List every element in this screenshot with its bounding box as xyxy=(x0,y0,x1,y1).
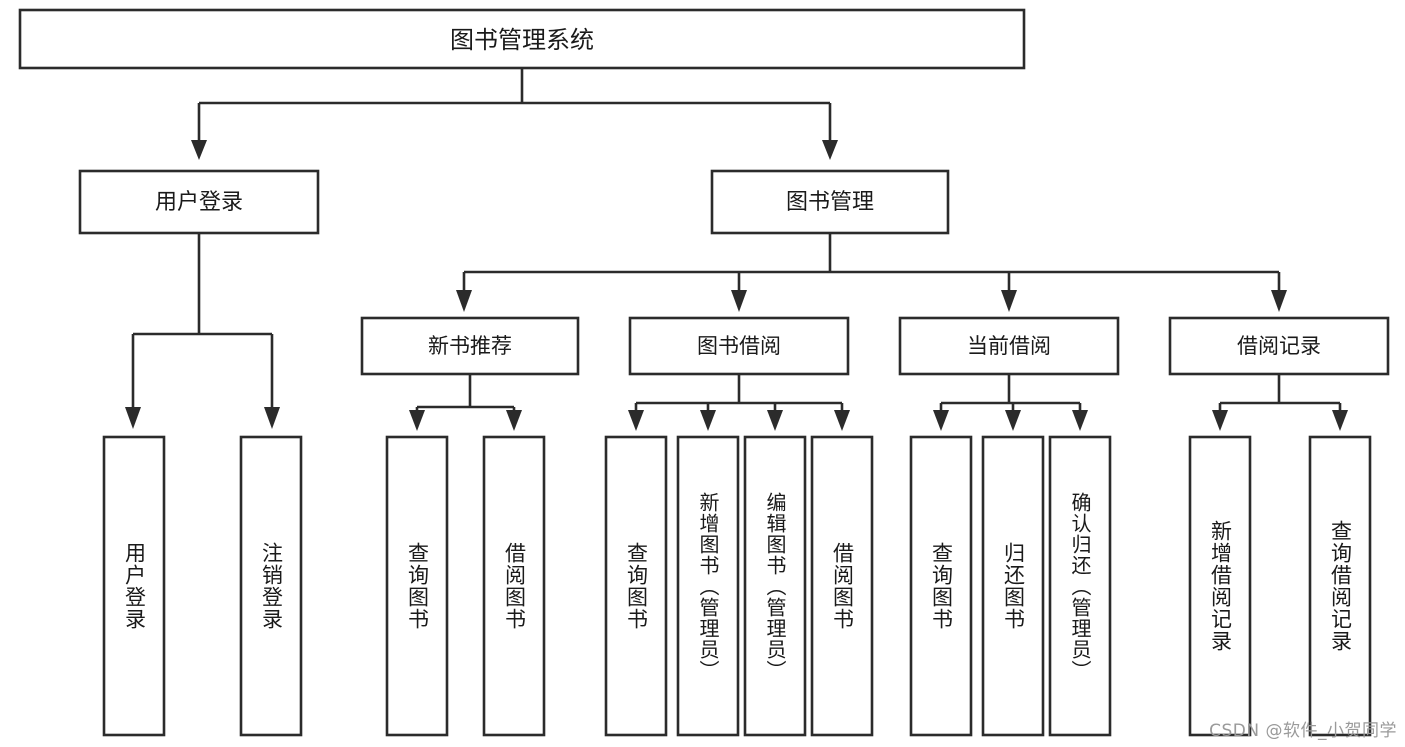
arrow-current-leaf-2 xyxy=(1005,410,1021,431)
node-new-book-recommend-box[interactable] xyxy=(360,316,580,376)
connector-group-book-mgmt xyxy=(456,233,1287,312)
arrow-records-leaf-1 xyxy=(1212,410,1228,431)
arrow-user-login-leaf-2 xyxy=(264,407,280,429)
arrow-current-leaf-3 xyxy=(1072,410,1088,431)
node-book-borrow-label: 图书借阅 xyxy=(697,334,781,358)
csdn-watermark: CSDN @软件_小贺同学 xyxy=(1209,721,1397,741)
leaf-box-borrow-book[interactable] xyxy=(810,435,874,737)
arrow-new-book-leaf-2 xyxy=(506,410,522,431)
leaf-box-borrow-book-new[interactable] xyxy=(482,435,546,737)
node-user-login-box[interactable] xyxy=(78,169,320,235)
node-current-borrow-box[interactable] xyxy=(898,316,1120,376)
node-root[interactable]: 图书管理系统 xyxy=(18,8,1026,70)
arrow-user-login-leaf-1 xyxy=(125,407,141,429)
node-book-management-label: 图书管理 xyxy=(786,190,874,215)
node-book-management-box[interactable] xyxy=(710,169,950,235)
leaf-box-query-book-new[interactable] xyxy=(385,435,449,737)
node-root-label: 图书管理系统 xyxy=(450,26,594,54)
leaf-box-return-book[interactable] xyxy=(981,435,1045,737)
arrow-book-mgmt-to-borrow xyxy=(731,290,747,312)
node-book-borrow[interactable]: 图书借阅 xyxy=(628,316,850,376)
arrow-borrow-leaf-1 xyxy=(628,410,644,431)
connector-group-root xyxy=(191,68,838,160)
leaf-box-logout[interactable] xyxy=(239,435,303,737)
leaf-box-add-borrow-record[interactable] xyxy=(1188,435,1252,737)
node-current-borrow-label: 当前借阅 xyxy=(967,334,1051,358)
connector-group-records xyxy=(1212,374,1348,431)
node-current-borrow[interactable]: 当前借阅 xyxy=(898,316,1120,376)
arrow-root-to-user-login xyxy=(191,140,207,160)
node-book-management[interactable]: 图书管理 xyxy=(710,169,950,235)
node-borrow-records-label: 借阅记录 xyxy=(1237,334,1321,358)
arrow-new-book-leaf-1 xyxy=(409,410,425,431)
arrow-borrow-leaf-2 xyxy=(700,410,716,431)
leaf-box-edit-book-admin[interactable] xyxy=(743,435,807,737)
connector-group-new-book xyxy=(409,374,522,431)
arrow-root-to-book-mgmt xyxy=(822,140,838,160)
arrow-book-mgmt-to-current xyxy=(1001,290,1017,312)
leaf-box-add-book-admin[interactable] xyxy=(676,435,740,737)
connector-group-user-login xyxy=(125,233,280,429)
leaf-box-query-book-borrow[interactable] xyxy=(604,435,668,737)
arrow-borrow-leaf-4 xyxy=(834,410,850,431)
arrow-book-mgmt-to-records xyxy=(1271,290,1287,312)
leaf-box-confirm-return-admin[interactable] xyxy=(1048,435,1112,737)
arrow-borrow-leaf-3 xyxy=(767,410,783,431)
node-user-login[interactable]: 用户登录 xyxy=(78,169,320,235)
node-root-box[interactable] xyxy=(18,8,1026,70)
node-new-book-recommend-label: 新书推荐 xyxy=(428,334,512,358)
leaf-box-user-login[interactable] xyxy=(102,435,166,737)
arrow-current-leaf-1 xyxy=(933,410,949,431)
leaf-box-query-book-current[interactable] xyxy=(909,435,973,737)
node-user-login-label: 用户登录 xyxy=(155,190,243,215)
leaf-box-query-borrow-record[interactable] xyxy=(1308,435,1372,737)
node-borrow-records[interactable]: 借阅记录 xyxy=(1168,316,1390,376)
connector-group-borrow xyxy=(628,374,850,431)
node-borrow-records-box[interactable] xyxy=(1168,316,1390,376)
arrow-book-mgmt-to-new-book xyxy=(456,290,472,312)
node-new-book-recommend[interactable]: 新书推荐 xyxy=(360,316,580,376)
arrow-records-leaf-2 xyxy=(1332,410,1348,431)
connector-group-current xyxy=(933,374,1088,431)
node-book-borrow-box[interactable] xyxy=(628,316,850,376)
